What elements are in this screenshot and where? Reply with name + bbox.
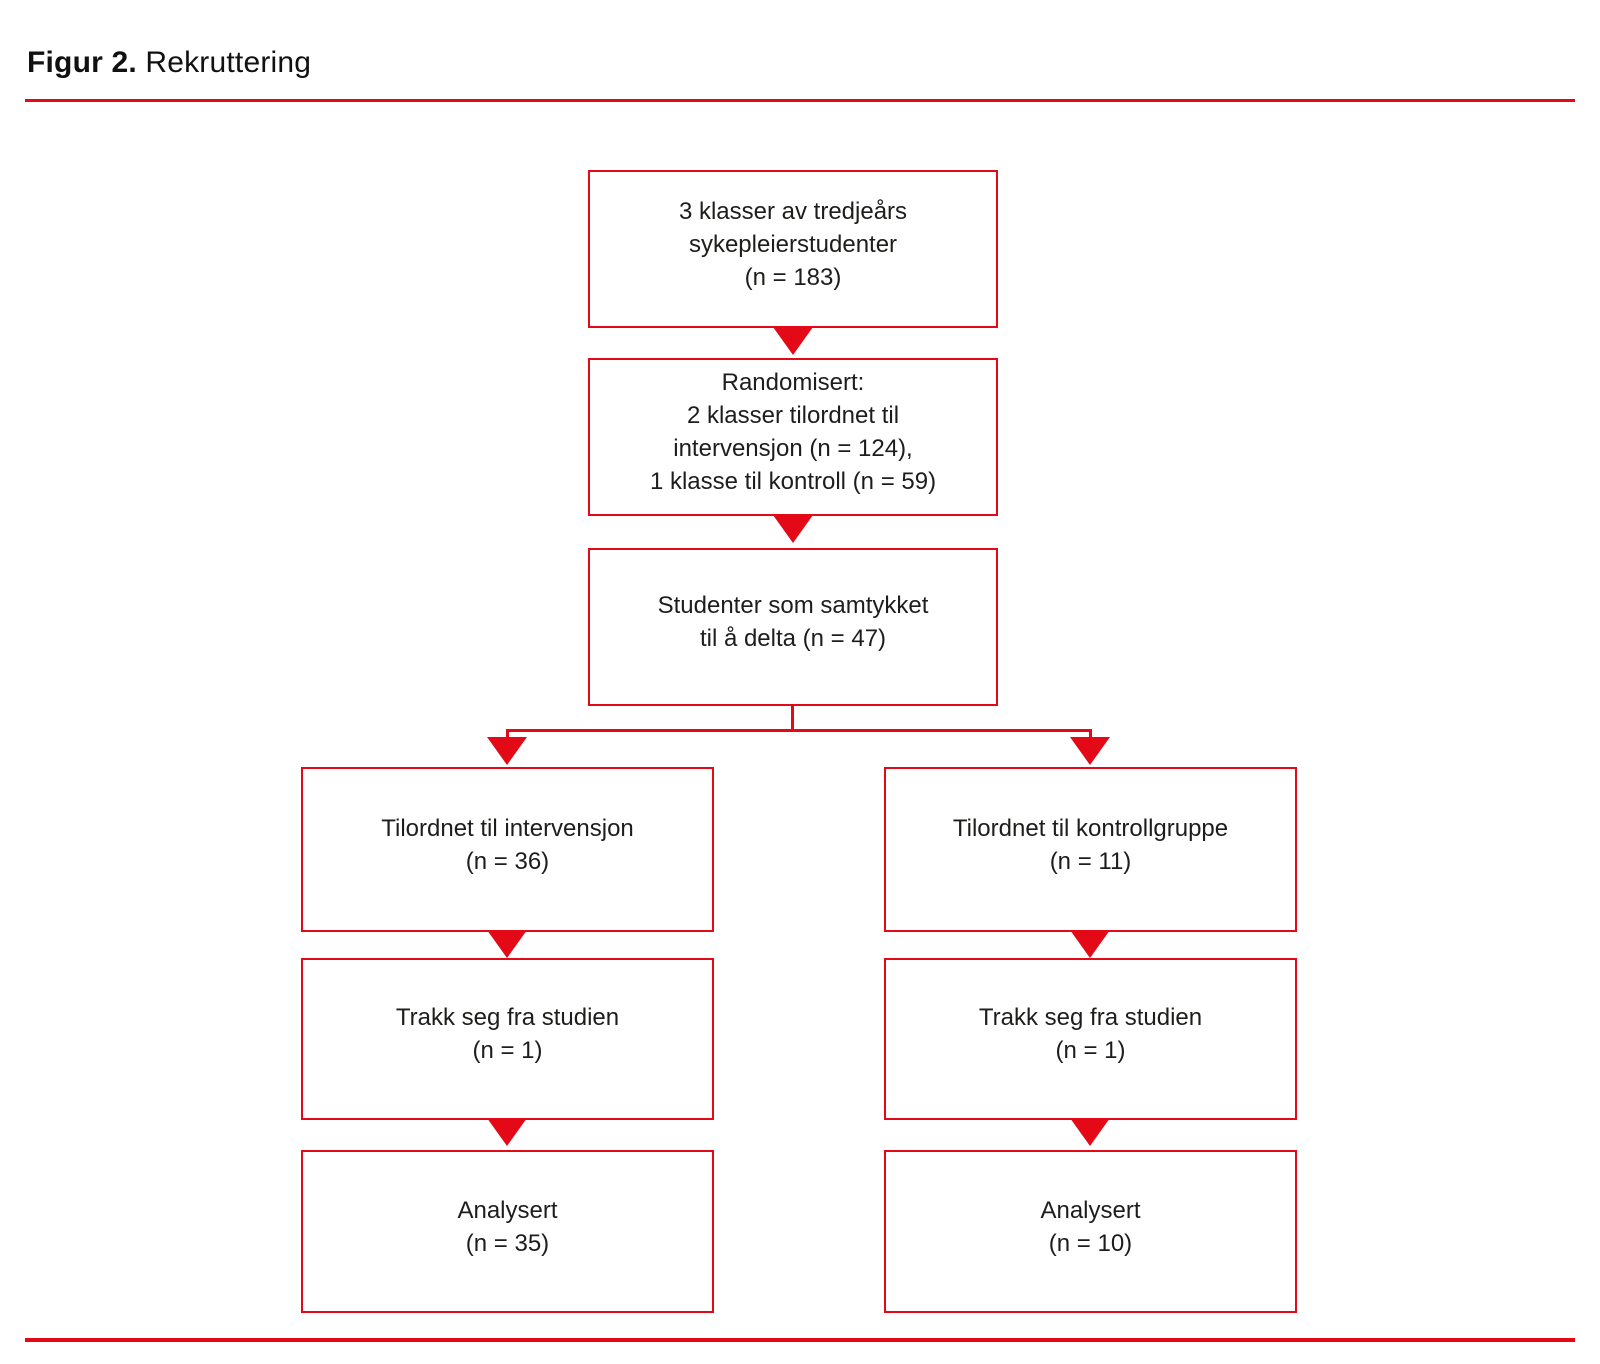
- node-control-assigned-text: Tilordnet til kontrollgruppe (n = 11): [952, 814, 1229, 875]
- node-consented: Studenter som samtykket til å delta (n =…: [588, 548, 998, 706]
- node-cohort-text: 3 klasser av tredjeårs sykepleierstudent…: [678, 197, 908, 291]
- branch-stub-left: [506, 729, 509, 741]
- down-arrow-icon: [1070, 930, 1110, 958]
- down-arrow-icon: [773, 515, 813, 543]
- node-control-analysed-text: Analysert (n = 10): [1040, 1196, 1141, 1257]
- down-arrow-icon: [1070, 1118, 1110, 1146]
- down-arrow-icon: [1070, 737, 1110, 765]
- node-intervention-withdrew-text: Trakk seg fra studien (n = 1): [395, 1004, 620, 1064]
- node-intervention-analysed-text: Analysert (n = 35): [457, 1196, 558, 1257]
- node-consented-text: Studenter som samtykket til å delta (n =…: [657, 592, 929, 652]
- node-control-assigned: Tilordnet til kontrollgruppe (n = 11): [884, 767, 1297, 932]
- top-rule: [25, 99, 1575, 102]
- figure-name: Rekruttering: [145, 46, 312, 79]
- node-randomised-text: Randomisert: 2 klasser tilordnet til int…: [649, 369, 937, 495]
- node-intervention-assigned-text: Tilordnet til intervensjon (n = 36): [381, 814, 634, 875]
- node-intervention-analysed: Analysert (n = 35): [301, 1150, 714, 1313]
- down-arrow-icon: [773, 327, 813, 355]
- down-arrow-icon: [487, 930, 527, 958]
- branch-connector-line: [506, 729, 1092, 732]
- node-cohort: 3 klasser av tredjeårs sykepleierstudent…: [588, 170, 998, 328]
- node-control-analysed: Analysert (n = 10): [884, 1150, 1297, 1313]
- down-arrow-icon: [487, 737, 527, 765]
- branch-stub-right: [1089, 729, 1092, 741]
- bottom-rule: [25, 1338, 1575, 1342]
- node-randomised: Randomisert: 2 klasser tilordnet til int…: [588, 358, 998, 516]
- figure-title: Figur 2.Rekruttering: [27, 46, 311, 80]
- node-intervention-withdrew: Trakk seg fra studien (n = 1): [301, 958, 714, 1120]
- node-control-withdrew: Trakk seg fra studien (n = 1): [884, 958, 1297, 1120]
- node-intervention-assigned: Tilordnet til intervensjon (n = 36): [301, 767, 714, 932]
- down-arrow-icon: [487, 1118, 527, 1146]
- node-control-withdrew-text: Trakk seg fra studien (n = 1): [978, 1004, 1203, 1064]
- figure-label: Figur 2.: [27, 46, 137, 79]
- branch-stub-center: [791, 706, 794, 732]
